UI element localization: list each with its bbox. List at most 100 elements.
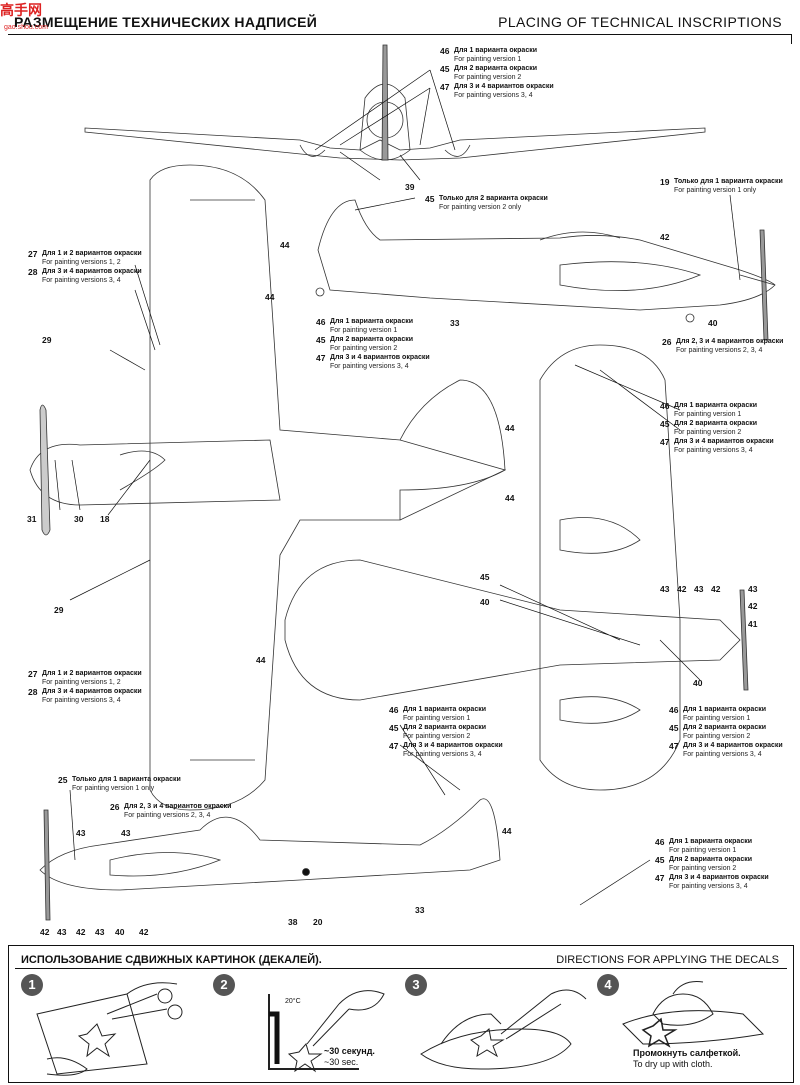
temperature-label: 20°C: [285, 998, 301, 1005]
header-rule: [8, 34, 792, 35]
callout-number: 46: [316, 317, 326, 327]
callout-number: 26: [662, 337, 672, 347]
callout-number: 47: [440, 82, 450, 92]
version-label-ru: Для 2 варианта окраски: [403, 724, 487, 731]
callout-number: 46: [669, 705, 679, 715]
front-view-drawing: [84, 44, 706, 161]
version-label-en: For painting version 2: [669, 864, 737, 872]
callout-38: 38: [288, 917, 298, 927]
version-label-ru: Только для 1 варианта окраски: [674, 178, 783, 185]
version-label-en: For painting version 1 only: [72, 784, 155, 792]
version-label-en: For painting version 2: [674, 428, 742, 436]
callout-42: 42: [139, 927, 149, 937]
version-label-en: For painting version 2: [403, 732, 471, 740]
version-label-en: For painting versions 3, 4: [42, 276, 121, 284]
callout-40: 40: [480, 597, 490, 607]
callout-40: 40: [115, 927, 125, 937]
version-label-ru: Для 1 и 2 вариантов окраски: [42, 250, 142, 257]
callout-number: 27: [28, 249, 38, 259]
callout-number: 47: [389, 741, 399, 751]
slide-decal-illustration: [420, 989, 587, 1070]
version-label-en: For painting version 1: [330, 326, 398, 334]
callout-42: 42: [76, 927, 86, 937]
callout-44: 44: [505, 493, 515, 503]
version-label-ru: Для 2 варианта окраски: [674, 420, 758, 427]
callout-44: 44: [505, 423, 515, 433]
step-number-badge: 2: [213, 974, 235, 996]
callout-18: 18: [100, 514, 110, 524]
version-label-ru: Для 2 варианта окраски: [454, 65, 538, 72]
bottom-view-drawing: [284, 344, 749, 791]
callout-42: 42: [660, 232, 670, 242]
callout-number: 45: [660, 419, 670, 429]
page-title-ru: РАЗМЕЩЕНИЕ ТЕХНИЧЕСКИХ НАДПИСЕЙ: [14, 14, 318, 30]
version-label-ru: Для 1 варианта окраски: [683, 706, 767, 713]
version-label-ru: Для 2 варианта окраски: [330, 336, 414, 343]
callout-20: 20: [313, 917, 323, 927]
decal-step-3: 3: [401, 974, 591, 1078]
step-2-caption-ru: ~30 секунд.: [324, 1046, 375, 1056]
version-label-ru: Для 1 варианта окраски: [669, 838, 753, 845]
version-label-ru: Для 3 и 4 вариантов окраски: [403, 742, 503, 749]
version-label-en: For painting version 2 only: [439, 203, 522, 211]
version-label-en: For painting versions 3, 4: [674, 446, 753, 454]
version-label-en: For painting versions 3, 4: [42, 696, 121, 704]
version-label-en: For painting versions 2, 3, 4: [676, 346, 763, 354]
callout-number: 26: [110, 802, 120, 812]
version-label-en: For painting version 2: [330, 344, 398, 352]
callout-44: 44: [280, 240, 290, 250]
callout-43: 43: [660, 584, 670, 594]
callout-number: 46: [389, 705, 399, 715]
version-label-en: For painting version 1: [674, 410, 742, 418]
callout-number: 47: [316, 353, 326, 363]
version-label-en: For painting versions 2, 3, 4: [124, 811, 211, 819]
leader-lines: [54, 69, 741, 906]
callout-number: 45: [669, 723, 679, 733]
scissors-cutting-illustration: [36, 982, 183, 1076]
version-label-ru: Для 1 варианта окраски: [330, 318, 414, 325]
version-label-ru: Для 2 варианта окраски: [683, 724, 767, 731]
page-header: РАЗМЕЩЕНИЕ ТЕХНИЧЕСКИХ НАДПИСЕЙ PLACING …: [8, 10, 792, 44]
callout-42: 42: [40, 927, 50, 937]
version-label-ru: Для 2, 3 и 4 вариантов окраски: [676, 338, 784, 345]
step-4-caption: Промокнуть салфеткой. To dry up with clo…: [633, 1048, 741, 1070]
callout-43: 43: [95, 927, 105, 937]
version-label-ru: Для 3 и 4 вариантов окраски: [669, 874, 769, 881]
step-number-badge: 4: [597, 974, 619, 996]
watermark-logo: 高手网: [0, 2, 42, 18]
callout-43: 43: [57, 927, 67, 937]
callout-33: 33: [415, 905, 425, 915]
callout-number: 46: [660, 401, 670, 411]
version-label-en: For painting version 1: [683, 714, 751, 722]
version-label-ru: Только для 1 варианта окраски: [72, 776, 181, 783]
version-label-en: For painting version 1: [454, 55, 522, 63]
side-view-upper-drawing: [315, 199, 776, 341]
step-4-caption-en: To dry up with cloth.: [633, 1059, 713, 1069]
callout-number: 19: [660, 177, 670, 187]
step-4-caption-ru: Промокнуть салфеткой.: [633, 1048, 741, 1058]
callout-39: 39: [405, 182, 415, 192]
callout-29: 29: [54, 605, 64, 615]
callout-number: 45: [316, 335, 326, 345]
callout-40: 40: [693, 678, 703, 688]
version-label-en: For painting version 1 only: [674, 186, 757, 194]
version-label-ru: Только для 2 варианта окраски: [439, 195, 548, 202]
callout-number: 45: [389, 723, 399, 733]
version-label-en: For painting versions 1, 2: [42, 258, 121, 266]
callout-41: 41: [748, 619, 758, 629]
version-label-ru: Для 3 и 4 вариантов окраски: [42, 268, 142, 275]
decal-step-1: 1: [17, 974, 207, 1078]
version-label-en: For painting version 1: [669, 846, 737, 854]
version-label-en: For painting versions 3, 4: [403, 750, 482, 758]
version-label-en: For painting versions 3, 4: [683, 750, 762, 758]
callout-31: 31: [27, 514, 37, 524]
callout-33: 33: [450, 318, 460, 328]
